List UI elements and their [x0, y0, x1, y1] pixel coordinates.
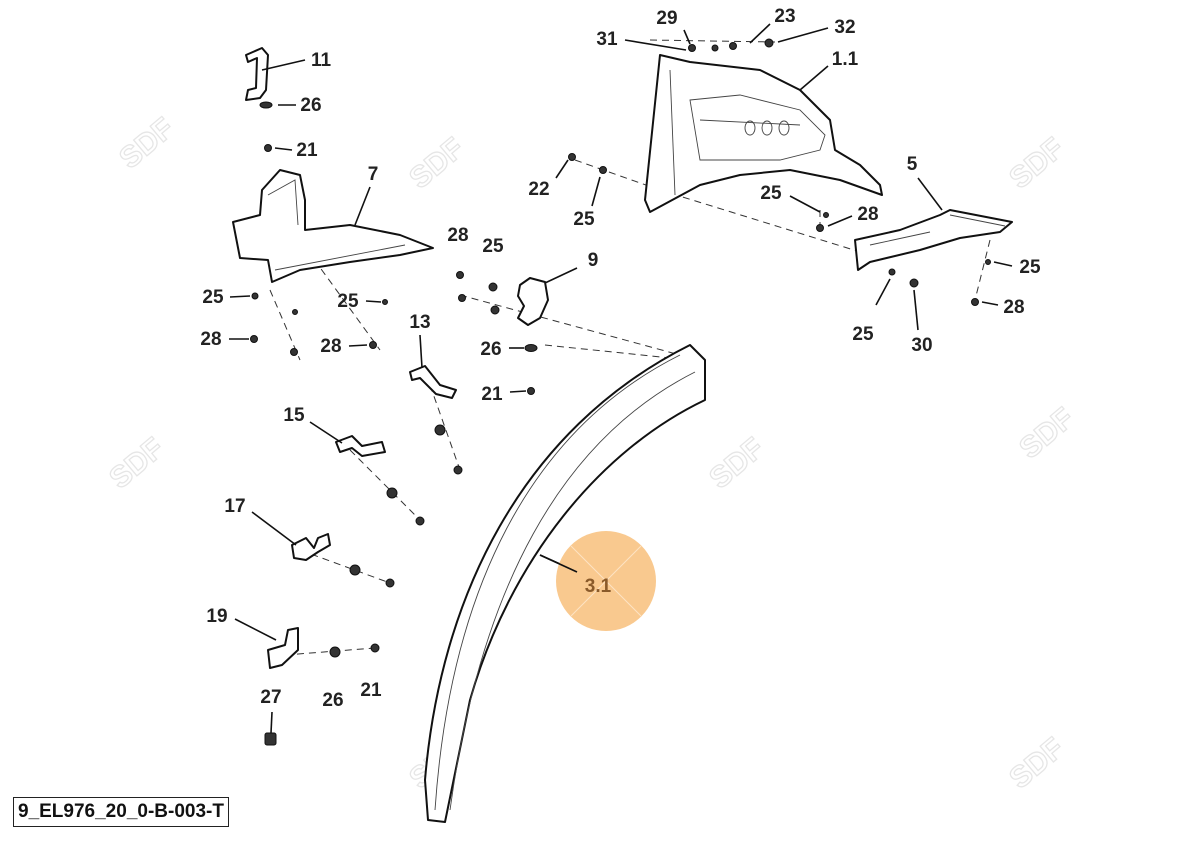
callout-label[interactable]: 25 — [482, 236, 504, 257]
part-11-bracket[interactable] — [245, 47, 269, 101]
nut-icon — [370, 643, 380, 653]
callout-label[interactable]: 17 — [224, 496, 245, 517]
callout-label[interactable]: 26 — [322, 690, 343, 711]
watermark: SDF — [703, 432, 770, 496]
callout-label[interactable]: 28 — [320, 336, 341, 357]
nut-icon — [909, 278, 919, 288]
callout-label[interactable]: 9 — [588, 250, 599, 271]
part-7-bracket[interactable] — [232, 169, 434, 283]
callout-label[interactable]: 11 — [311, 50, 332, 71]
watermark: SDF — [1003, 132, 1070, 196]
callout-label[interactable]: 25 — [337, 291, 359, 312]
screw-icon — [290, 348, 298, 356]
callout-label[interactable]: 31 — [596, 29, 618, 50]
screw-icon — [568, 153, 576, 161]
callout-label[interactable]: 32 — [834, 17, 855, 38]
callout-label[interactable]: 5 — [907, 154, 918, 175]
washer-icon — [524, 344, 538, 352]
callout-label[interactable]: 30 — [911, 335, 932, 356]
nut-icon — [415, 516, 425, 526]
screw-icon — [250, 335, 258, 343]
leader-lines — [229, 23, 1013, 734]
callout-label[interactable]: 29 — [656, 8, 677, 29]
washer-icon — [382, 299, 388, 305]
callout-label[interactable]: 1.1 — [832, 49, 859, 70]
screw-icon — [527, 387, 535, 395]
washer-icon — [490, 305, 500, 315]
callout-label[interactable]: 13 — [409, 312, 430, 333]
screw-icon — [264, 144, 272, 152]
screw-icon — [369, 341, 377, 349]
part-1-1-panel[interactable] — [644, 54, 883, 213]
callout-label[interactable]: 25 — [202, 287, 224, 308]
watermark: SDF — [113, 112, 180, 176]
callout-label[interactable]: 26 — [480, 339, 501, 360]
washer-icon — [711, 44, 719, 52]
callout-label[interactable]: 25 — [1019, 257, 1041, 278]
screw-icon — [729, 42, 737, 50]
part-17-bracket[interactable] — [291, 533, 331, 561]
nut-icon — [385, 578, 395, 588]
washer-icon — [888, 268, 896, 276]
hardware — [250, 38, 991, 746]
part-3-1-fender-arc[interactable] — [424, 344, 706, 823]
washer-icon — [688, 44, 696, 52]
washer-icon — [823, 212, 829, 218]
callout-label[interactable]: 22 — [528, 179, 549, 200]
part-13-bracket[interactable] — [409, 365, 457, 399]
callout-label[interactable]: 19 — [206, 606, 227, 627]
cap-icon — [264, 732, 277, 746]
diagram-code-label: 9_EL976_20_0-B-003-T — [13, 797, 229, 827]
callout-labels: 11 26 21 7 25 25 28 28 28 25 9 13 26 21 … — [200, 6, 1041, 711]
washer-icon — [488, 282, 498, 292]
callout-label[interactable]: 28 — [857, 204, 878, 225]
washer-icon — [386, 487, 398, 499]
screw-icon — [458, 294, 466, 302]
washer-icon — [251, 292, 259, 300]
washer-icon — [349, 564, 361, 576]
screw-icon — [971, 298, 979, 306]
callout-label[interactable]: 25 — [760, 183, 782, 204]
part-19-bracket[interactable] — [267, 627, 299, 669]
callout-label[interactable]: 27 — [260, 687, 281, 708]
callout-label[interactable]: 23 — [774, 6, 795, 27]
callout-label[interactable]: 25 — [852, 324, 874, 345]
callout-label[interactable]: 25 — [573, 209, 595, 230]
callout-label[interactable]: 21 — [360, 680, 382, 701]
highlighted-callout-3-1[interactable]: 3.1 — [539, 531, 656, 631]
washer-icon — [292, 309, 298, 315]
nut-icon — [764, 38, 774, 48]
screw-icon — [456, 271, 464, 279]
part-5-bracket[interactable] — [854, 209, 1013, 271]
washer-icon — [329, 646, 341, 658]
callout-label-3-1[interactable]: 3.1 — [585, 576, 612, 597]
callout-label[interactable]: 28 — [200, 329, 221, 350]
washer-icon — [599, 166, 607, 174]
callout-label[interactable]: 26 — [300, 95, 321, 116]
watermark: SDF — [1003, 732, 1070, 796]
screw-icon — [816, 224, 824, 232]
watermark: SDF — [403, 132, 470, 196]
callout-label[interactable]: 28 — [447, 225, 468, 246]
nut-icon — [453, 465, 463, 475]
watermark: SDF — [103, 432, 170, 496]
watermark: SDF — [1013, 402, 1080, 466]
washer-icon — [985, 259, 991, 265]
callout-label[interactable]: 28 — [1003, 297, 1024, 318]
part-9-bracket[interactable] — [517, 277, 549, 326]
callout-label[interactable]: 7 — [368, 164, 379, 185]
callout-label[interactable]: 15 — [283, 405, 305, 426]
part-15-bracket[interactable] — [335, 435, 386, 457]
callout-label[interactable]: 21 — [481, 384, 503, 405]
washer-icon — [259, 101, 273, 109]
callout-label[interactable]: 21 — [296, 140, 318, 161]
washer-icon — [434, 424, 446, 436]
